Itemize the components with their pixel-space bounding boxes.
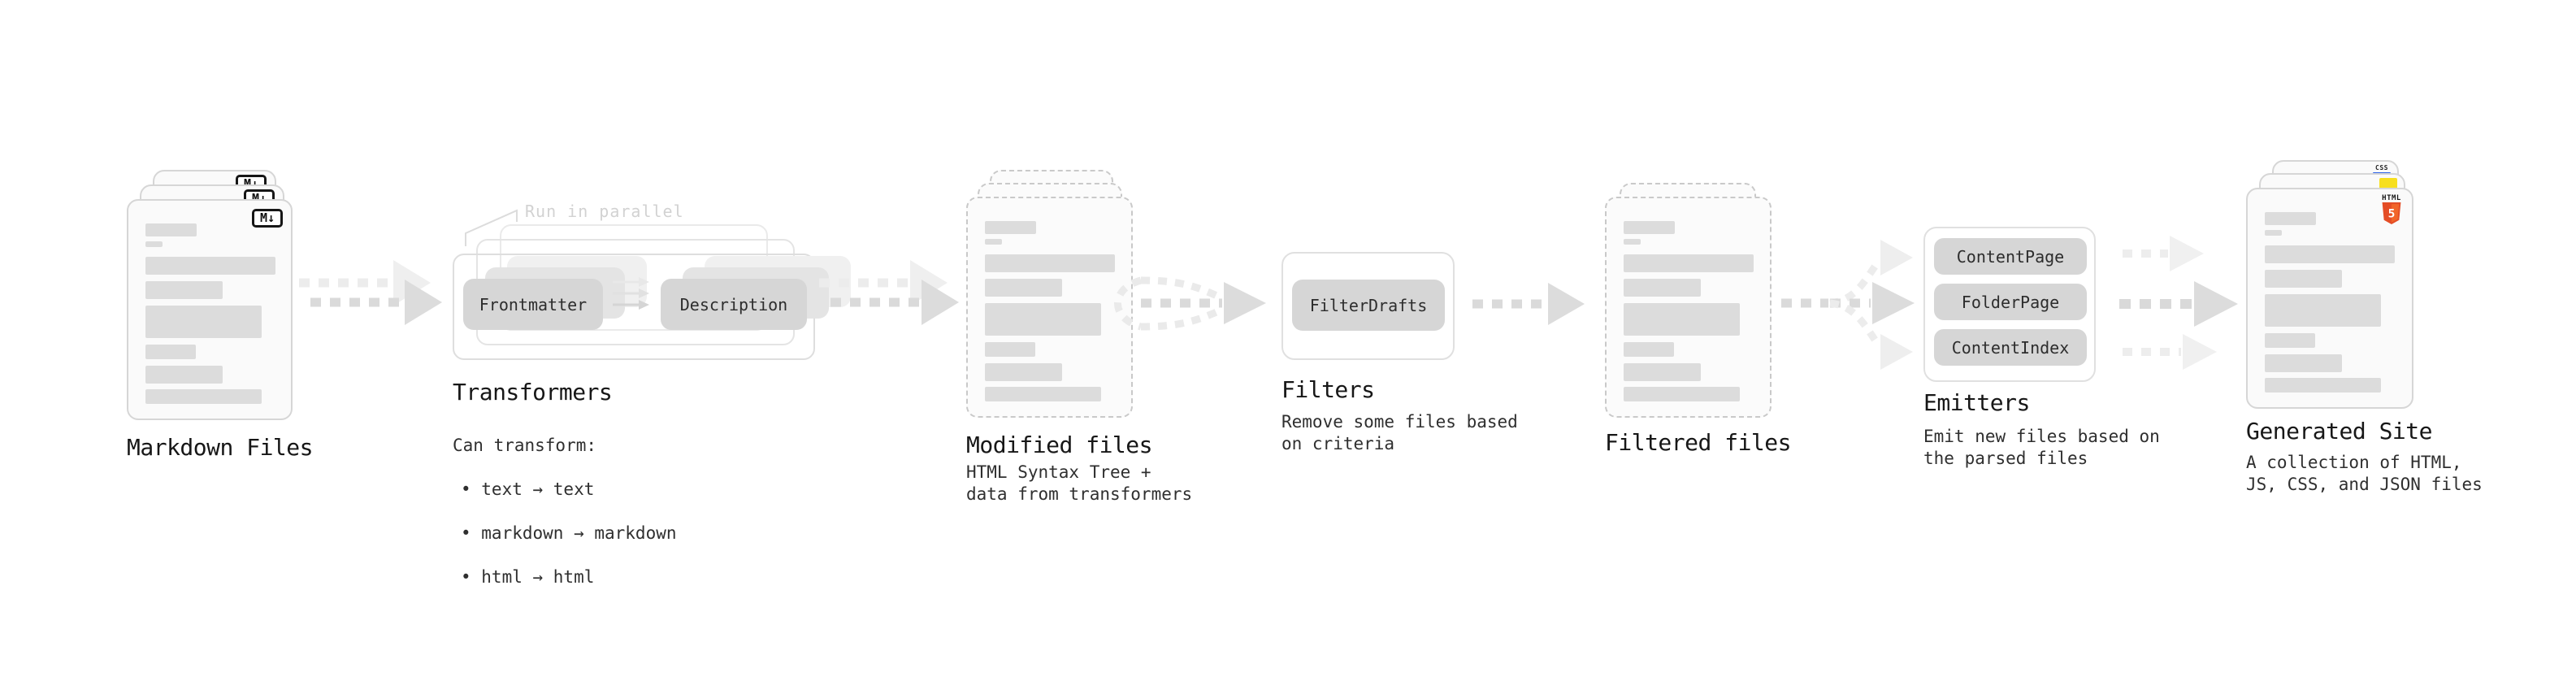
arrow-markdown-to-transformers xyxy=(299,260,442,325)
text-line-bar xyxy=(2265,354,2342,372)
text-line-bar xyxy=(985,387,1101,401)
transformers-description: Can transform: • text → text • markdown … xyxy=(453,413,677,610)
stage-title-emitters: Emitters xyxy=(1923,389,2030,416)
transformers-bullet: • text → text xyxy=(461,479,595,499)
transformers-bullet: • markdown → markdown xyxy=(461,523,677,543)
text-line-bar xyxy=(145,257,275,275)
document-text-lines xyxy=(145,223,275,404)
text-line-bar xyxy=(2265,230,2282,236)
emitter-chip-folderpage: FolderPage xyxy=(1934,284,2087,320)
text-line-bar xyxy=(2265,212,2316,225)
text-line-bar xyxy=(145,281,223,299)
arrow-filters-to-filtered xyxy=(1472,283,1585,325)
text-line-bar xyxy=(1624,279,1701,297)
transformer-chip-frontmatter: Frontmatter xyxy=(463,279,603,330)
emitter-chip-contentpage: ContentPage xyxy=(1934,238,2087,275)
filters-description: Remove some files based on criteria xyxy=(1281,412,1518,453)
stage-title-filtered-files: Filtered files xyxy=(1605,429,1792,456)
text-line-bar xyxy=(2265,294,2381,327)
modified-files-description: HTML Syntax Tree + data from transformer… xyxy=(966,462,1193,504)
svg-text:5: 5 xyxy=(2388,208,2396,221)
text-line-bar xyxy=(145,223,197,236)
emitters-description: Emit new files based on the parsed files xyxy=(1923,427,2160,468)
document-text-lines xyxy=(1624,221,1754,401)
text-line-bar xyxy=(985,342,1035,357)
filtered-doc-front xyxy=(1605,197,1772,418)
text-line-bar xyxy=(985,363,1062,381)
text-line-bar xyxy=(2265,245,2395,263)
generated-site-description: A collection of HTML, JS, CSS, and JSON … xyxy=(2246,453,2483,494)
html5-badge-icon: HTML 5 xyxy=(2381,194,2402,224)
transformer-chip-description: Description xyxy=(661,279,807,330)
run-in-parallel-annotation: Run in parallel xyxy=(525,202,684,221)
markdown-badge-icon: M↓ xyxy=(252,209,283,228)
text-line-bar xyxy=(145,306,262,338)
text-line-bar xyxy=(1624,387,1740,401)
text-line-bar xyxy=(1624,221,1675,234)
markdown-doc-front: M↓ xyxy=(127,199,293,420)
transformers-bullet: • html → html xyxy=(461,567,595,587)
text-line-bar xyxy=(145,366,223,384)
text-line-bar xyxy=(145,389,262,404)
text-line-bar xyxy=(985,303,1101,336)
arrow-filtered-to-emitters-fanout xyxy=(1781,240,1915,370)
html5-shield-icon: 5 xyxy=(2382,202,2401,224)
css-badge-label: CSS xyxy=(2375,164,2388,171)
stage-title-generated-site: Generated Site xyxy=(2246,418,2433,445)
text-line-bar xyxy=(1624,254,1754,272)
stage-title-filters: Filters xyxy=(1281,376,1375,403)
emitter-chip-contentindex: ContentIndex xyxy=(1934,329,2087,366)
filter-chip-filterdrafts: FilterDrafts xyxy=(1292,280,1445,331)
text-line-bar xyxy=(985,221,1036,234)
stage-title-modified-files: Modified files xyxy=(966,432,1153,458)
generated-doc-front: HTML 5 xyxy=(2246,188,2413,409)
arrow-emitters-to-generated xyxy=(2119,236,2238,370)
text-line-bar xyxy=(145,345,196,359)
text-line-bar xyxy=(2265,333,2315,348)
document-text-lines xyxy=(2265,212,2395,393)
html5-badge-label: HTML xyxy=(2382,194,2401,202)
modified-doc-front xyxy=(966,197,1133,418)
stage-title-transformers: Transformers xyxy=(453,379,613,406)
text-line-bar xyxy=(985,254,1115,272)
text-line-bar xyxy=(145,241,163,247)
text-line-bar xyxy=(985,239,1002,245)
document-text-lines xyxy=(985,221,1115,401)
text-line-bar xyxy=(1624,363,1701,381)
text-line-bar xyxy=(2265,270,2342,288)
text-line-bar xyxy=(1624,239,1641,245)
stage-title-markdown-files: Markdown Files xyxy=(127,434,314,461)
text-line-bar xyxy=(2265,378,2381,393)
text-line-bar xyxy=(1624,342,1674,357)
arrow-modified-to-filters-merge xyxy=(1114,276,1266,331)
text-line-bar xyxy=(985,279,1062,297)
transformers-description-heading: Can transform: xyxy=(453,436,597,455)
text-line-bar xyxy=(1624,303,1740,336)
